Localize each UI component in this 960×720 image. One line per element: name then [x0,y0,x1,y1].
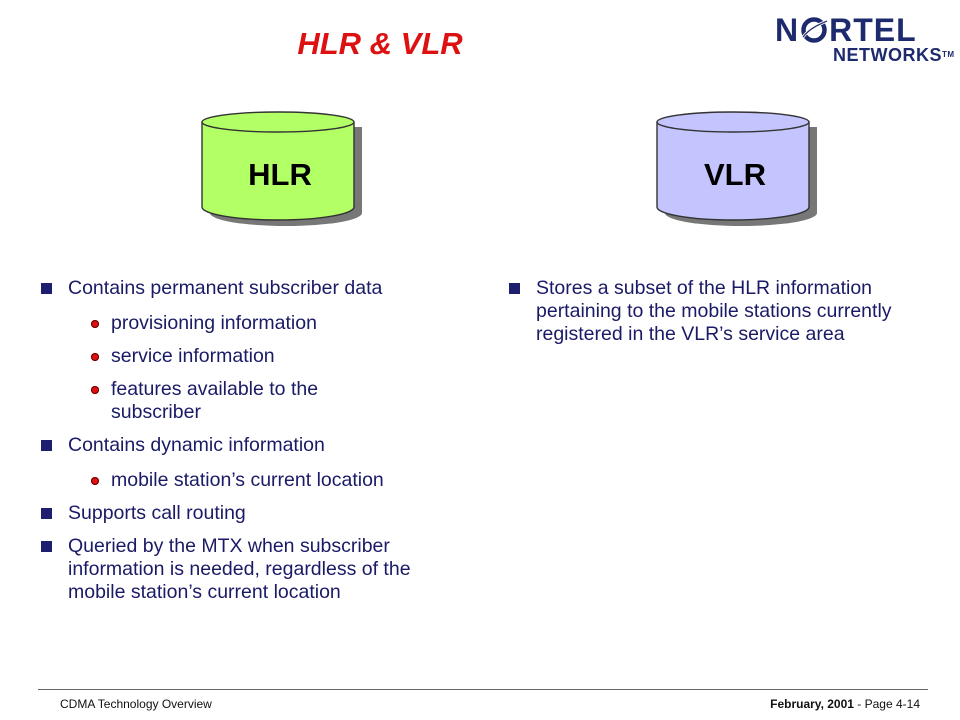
list-item: Supports call routing [41,502,468,525]
list-item: Stores a subset of the HLR information p… [509,277,916,346]
list-item: provisioning information [91,312,468,335]
square-bullet-icon [41,283,52,294]
logo-letters-rtel: RTEL [829,12,917,48]
vlr-label: VLR [704,157,766,192]
vlr-description-list: Stores a subset of the HLR information p… [509,277,916,346]
logo-letter-n: N [775,12,800,48]
circle-bullet-icon [91,477,99,485]
hlr-description-list: Contains permanent subscriber data provi… [41,277,468,604]
list-item: mobile station’s current location [91,469,468,492]
footer-page-number: Page 4-14 [864,697,920,711]
logo-trademark: TM [942,50,955,59]
hlr-label: HLR [248,157,312,192]
footer-course-title: CDMA Technology Overview [60,697,212,711]
footer-separator: - [853,697,865,711]
footer-divider [38,689,928,690]
vlr-database-cylinder: VLR [655,110,827,235]
square-bullet-icon [41,541,52,552]
list-item: Contains dynamic information [41,434,468,457]
list-item: Contains permanent subscriber data [41,277,468,300]
logo-networks-text: NETWORKS [833,45,942,65]
list-item: features available to the subscriber [91,378,401,424]
square-bullet-icon [41,508,52,519]
slide-title: HLR & VLR [297,26,463,61]
list-item: service information [91,345,468,368]
circle-bullet-icon [91,353,99,361]
square-bullet-icon [41,440,52,451]
circle-bullet-icon [91,320,99,328]
list-item: Queried by the MTX when subscriber infor… [41,535,453,604]
logo-top-line: N RTEL [775,14,917,46]
footer-date: February, 2001 [770,697,854,711]
footer-page-info: February, 2001 - Page 4-14 [770,697,920,711]
square-bullet-icon [509,283,520,294]
hlr-database-cylinder: HLR [200,110,372,235]
logo-bottom-line: NETWORKSTM [833,45,955,65]
logo-globe-icon [800,16,828,44]
circle-bullet-icon [91,386,99,394]
nortel-networks-logo: N RTEL NETWORKSTM [775,14,954,66]
